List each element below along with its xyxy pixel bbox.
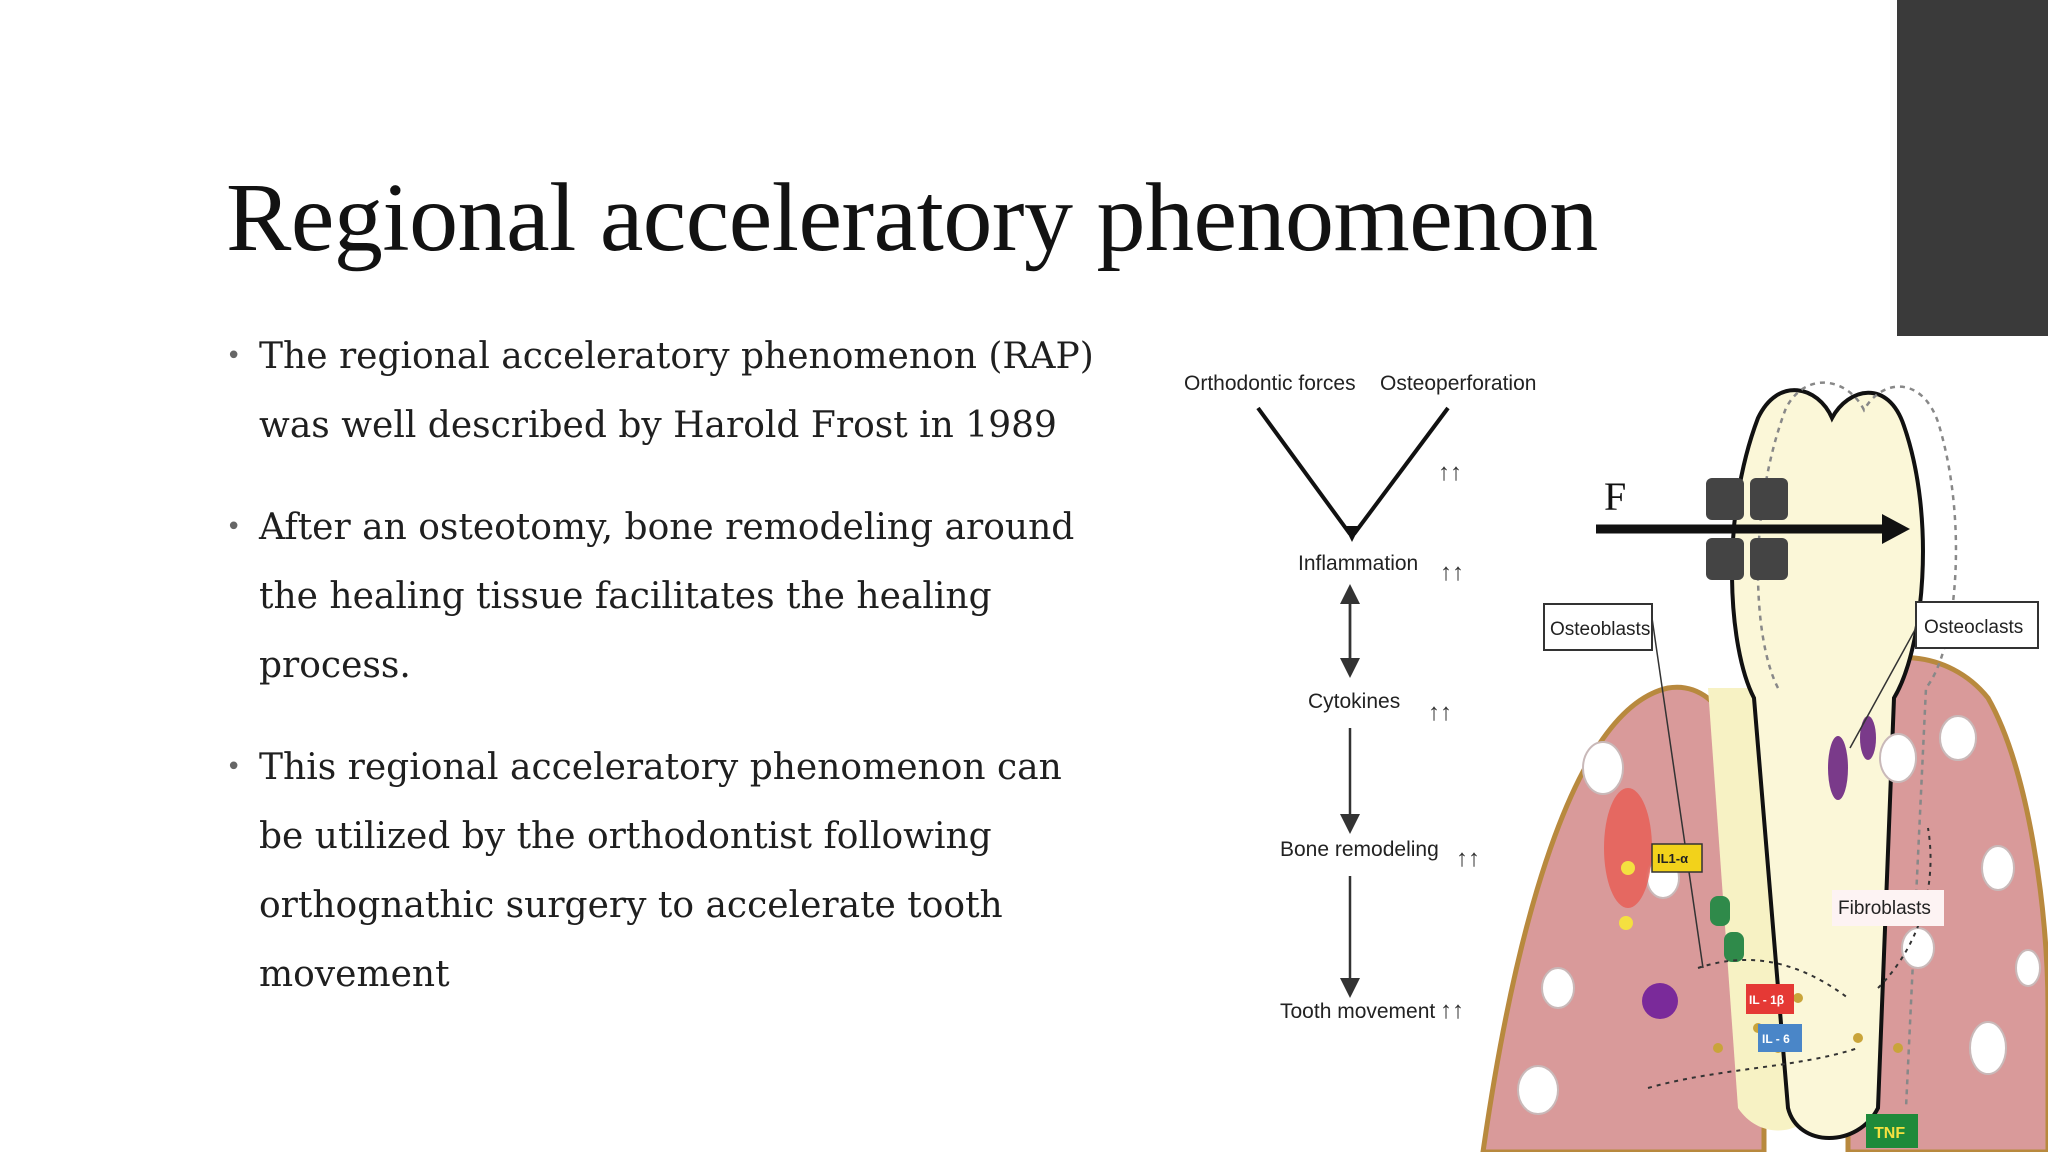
osteoblasts-callout: Osteoblasts <box>1543 603 1704 969</box>
label-orthodontic-forces: Orthodontic forces <box>1184 372 1356 395</box>
marrow-space <box>1981 845 2015 891</box>
cell <box>1713 1043 1723 1053</box>
marrow-space <box>1879 733 1917 783</box>
cell <box>1793 993 1803 1003</box>
label-osteoclasts: Osteoclasts <box>1924 617 2023 638</box>
marrow-space <box>1582 741 1624 795</box>
marrow-space <box>1939 715 1977 761</box>
bracket <box>1706 478 1744 520</box>
label-cytokines: Cytokines <box>1308 690 1400 713</box>
signal-path <box>1697 959 1849 999</box>
inflammation-area <box>1604 788 1652 908</box>
bracket <box>1750 538 1788 580</box>
il1a-box <box>1651 843 1703 873</box>
tooth-illustration: F <box>1480 381 2048 1152</box>
increase-marker: ↑↑ <box>1456 845 1480 872</box>
slide-title: Regional acceleratory phenomenon <box>226 164 1598 272</box>
bracket <box>1750 478 1788 520</box>
bullet-text: After an osteotomy, bone remodeling arou… <box>259 507 1075 686</box>
cell <box>1853 1033 1863 1043</box>
marrow-space <box>1969 1021 2007 1075</box>
v-arrow-left <box>1256 406 1352 536</box>
force-arrow-head <box>1882 514 1910 544</box>
bullet-text: This regional acceleratory phenomenon ca… <box>259 747 1062 995</box>
il6-box <box>1758 1024 1802 1052</box>
bullet-dot-icon: • <box>226 752 242 782</box>
marrow-space <box>1541 967 1575 1009</box>
bullet-item: • After an osteotomy, bone remodeling ar… <box>226 493 1106 700</box>
signal-path <box>1877 827 1932 989</box>
cell <box>1724 932 1744 962</box>
bullet-dot-icon: • <box>226 341 242 371</box>
bullet-item: • The regional acceleratory phenomenon (… <box>226 322 1106 460</box>
fibroblasts-callout: Fibroblasts <box>1832 890 1944 926</box>
cell <box>1621 861 1635 875</box>
label-osteoblasts: Osteoblasts <box>1550 619 1650 640</box>
osteoclast-cluster <box>1828 736 1848 800</box>
v-arrow-right <box>1352 406 1450 536</box>
bullet-list: • The regional acceleratory phenomenon (… <box>226 322 1106 1042</box>
label-bone-remodeling: Bone remodeling <box>1280 838 1439 861</box>
increase-marker: ↑↑ <box>1440 559 1464 586</box>
bracket <box>1706 538 1744 580</box>
label-il1b: IL - 1β <box>1749 993 1784 1007</box>
flow-diagram: Orthodontic forces Osteoperforation ↑↑ I… <box>1184 372 1536 1024</box>
marrow-space <box>1901 927 1935 969</box>
bullet-dot-icon: • <box>226 512 242 542</box>
label-inflammation: Inflammation <box>1298 552 1418 575</box>
label-il1a: IL1-α <box>1657 851 1688 866</box>
label-osteoperforation: Osteoperforation <box>1380 372 1536 395</box>
signal-path <box>1647 1047 1859 1089</box>
cell <box>1619 916 1633 930</box>
macrophage <box>1642 983 1678 1019</box>
il1b-box <box>1746 984 1794 1014</box>
osteoclast-cluster <box>1860 716 1876 760</box>
increase-marker: ↑↑ <box>1438 459 1462 486</box>
marrow-space <box>1517 1065 1559 1115</box>
increase-marker: ↑↑ <box>1428 699 1452 726</box>
tooth-displaced-outline <box>1756 381 1958 1109</box>
rap-figure: Orthodontic forces Osteoperforation ↑↑ I… <box>1158 348 2048 1152</box>
label-tooth-movement: Tooth movement <box>1280 1000 1435 1023</box>
marrow-space <box>2015 949 2041 987</box>
tnf-box <box>1866 1114 1918 1148</box>
increase-marker: ↑↑ <box>1440 997 1464 1024</box>
force-label: F <box>1604 474 1626 519</box>
bullet-item: • This regional acceleratory phenomenon … <box>226 733 1106 1009</box>
bullet-text: The regional acceleratory phenomenon (RA… <box>259 336 1094 446</box>
label-fibroblasts: Fibroblasts <box>1838 898 1931 919</box>
label-tnf: TNF <box>1874 1125 1905 1142</box>
osteoclasts-callout: Osteoclasts <box>1849 601 2039 749</box>
accent-bar <box>1897 0 2048 336</box>
cell <box>1710 896 1730 926</box>
label-il6: IL - 6 <box>1762 1032 1790 1046</box>
cell <box>1893 1043 1903 1053</box>
v-arrow-head <box>1344 526 1360 542</box>
